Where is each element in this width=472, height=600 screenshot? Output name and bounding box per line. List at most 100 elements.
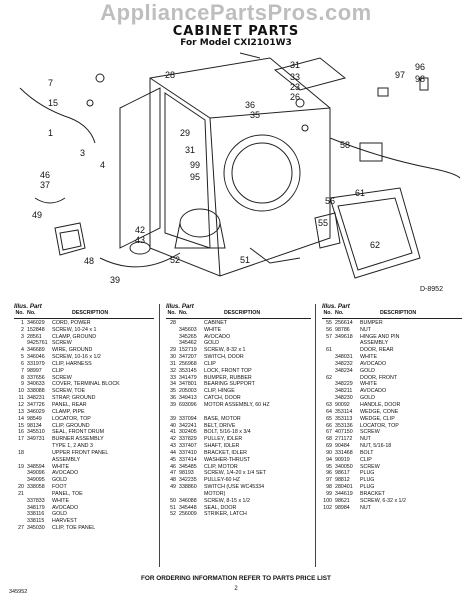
table-row: MOTOR) [166, 491, 311, 498]
part-description: PANEL, REAR [52, 401, 87, 408]
callout-label: 33 [290, 72, 300, 82]
illus-no: 40 [170, 422, 176, 429]
part-no: 348231 [27, 395, 45, 402]
part-no: 256614 [335, 319, 353, 326]
part-description: DOOR, REAR [360, 347, 394, 354]
part-no: 344619 [335, 490, 353, 497]
illus-no: 96 [326, 470, 332, 477]
part-description: PULLEY-60 HZ [204, 477, 241, 484]
page-subtitle: For Model CXI2101W3 [180, 38, 292, 48]
illus-no: 11 [18, 395, 25, 402]
part-description: SWITCH (USE WC45334 [204, 484, 265, 491]
part-no: 205003 [179, 388, 197, 395]
part-no: 98786 [335, 326, 350, 333]
part-no: 98549 [27, 415, 42, 422]
table-row: ASSEMBLY [14, 457, 154, 464]
callout-label: 15 [48, 98, 58, 108]
part-description: CLIP, MOTOR [204, 463, 238, 470]
part-no: 90919 [335, 456, 350, 463]
part-no: 338115 [27, 518, 45, 525]
drum-opening [223, 134, 301, 212]
illus-no: 32 [170, 367, 176, 374]
illus-no: 27 [18, 525, 24, 532]
callout-label: 29 [180, 128, 190, 138]
part-no: 348230 [335, 395, 353, 402]
part-description: GOLD [360, 395, 376, 402]
part-no: 98621 [335, 497, 350, 504]
page-title: CABINET PARTS [172, 24, 300, 39]
illus-no: 68 [326, 436, 332, 443]
part-description: CORD, POWER [52, 319, 91, 326]
part-no: 348232 [335, 360, 353, 367]
table-row: TYPE 1, 2 AND 3 [14, 443, 154, 450]
part-description: CLAMP, GROUND [52, 333, 97, 340]
part-no: 98997 [27, 367, 42, 374]
illus-no: 5 [21, 354, 24, 361]
illus-no: 39 [170, 415, 176, 422]
callout-label: 4 [100, 160, 105, 170]
part-description: SCREW [52, 340, 72, 347]
table-divider [315, 304, 316, 567]
header-part-no: No. [179, 310, 188, 316]
illus-no: 8 [21, 374, 24, 381]
callout-label: 3 [80, 148, 85, 158]
illus-no: 10 [18, 388, 24, 395]
illus-no: 99 [326, 490, 332, 497]
part-description: PANEL, TOE [52, 490, 83, 497]
part-description: CLIP [360, 456, 372, 463]
table-header: No.No.DESCRIPTION [322, 310, 462, 317]
part-description: WIRE, GROUND [52, 347, 93, 354]
part-description: BASE, MOTOR [204, 415, 241, 422]
part-no: 347207 [179, 354, 197, 361]
illus-no: 50 [170, 497, 176, 504]
illus-no: 13 [18, 408, 24, 415]
part-no: 346088 [179, 497, 197, 504]
callout-label: 52 [170, 255, 180, 265]
part-no: 693096 [179, 401, 197, 408]
illus-no: 4 [21, 347, 24, 354]
part-no: 348031 [335, 354, 353, 361]
part-description: CLIP [204, 360, 216, 367]
table-row [166, 409, 311, 416]
callout-label: 28 [165, 70, 175, 80]
part-no: 342241 [179, 422, 197, 429]
illus-no: 31 [170, 360, 176, 367]
illus-no: 62 [326, 374, 332, 381]
table-divider [159, 304, 160, 567]
part-description: MOTOR) [204, 490, 226, 497]
callout-label: 43 [135, 235, 145, 245]
part-no: 9425761 [27, 340, 48, 347]
part-description: PLUG [360, 477, 375, 484]
part-description: CABINET [204, 319, 227, 326]
part-no: 28561 [27, 333, 42, 340]
table-header: No.No.DESCRIPTION [14, 310, 154, 317]
callout-label: 36 [245, 100, 255, 110]
table-head-line1: Illus. Part [322, 303, 350, 310]
illus-no: 34 [170, 381, 176, 388]
part-no: 353114 [335, 408, 353, 415]
illus-no: 39 [170, 401, 176, 408]
illus-no: 14 [18, 415, 24, 422]
illus-no: 19 [18, 463, 24, 470]
part-description: WHITE [52, 463, 70, 470]
part-description: ASSEMBLY [360, 340, 389, 347]
part-no: 338860 [179, 484, 197, 491]
